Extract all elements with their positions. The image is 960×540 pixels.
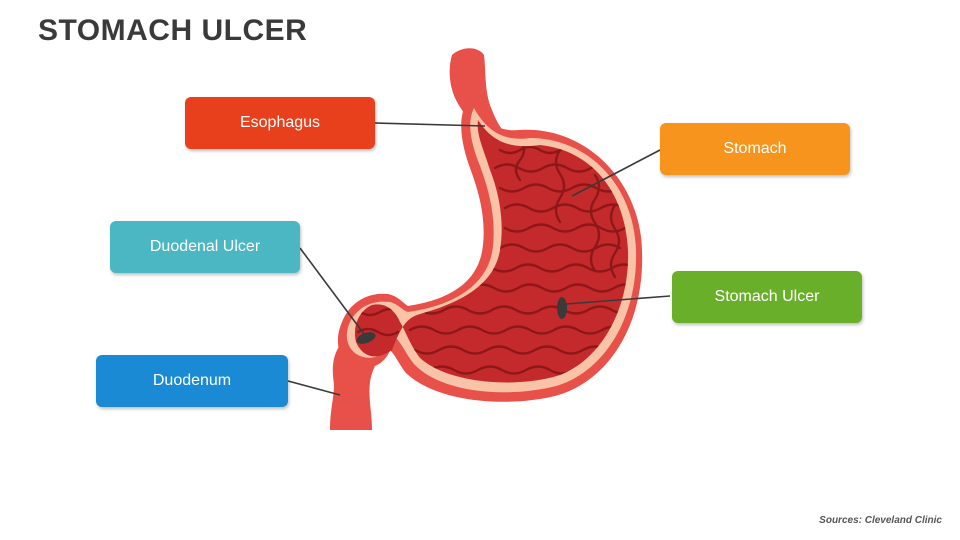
duodenum-label-text: Duodenum xyxy=(152,372,232,389)
stomach-ulcer-label-text: Stomach Ulcer xyxy=(714,288,820,305)
esophagus-label-text: Esophagus xyxy=(239,114,321,131)
duodenum-label: Duodenum xyxy=(96,355,288,407)
esophagus-label: Esophagus xyxy=(185,97,375,149)
page-title: STOMACH ULCER xyxy=(38,14,308,47)
stomach-connector xyxy=(571,149,661,197)
stomach-label-text: Stomach xyxy=(723,140,787,157)
duodenal-ulcer-label: Duodenal Ulcer xyxy=(110,221,300,273)
duodenum-connector xyxy=(287,380,341,396)
stomach-ulcer-label: Stomach Ulcer xyxy=(672,271,862,323)
stomach-ulcer-connector xyxy=(565,295,671,305)
source-note: Sources: Cleveland Clinic xyxy=(819,515,942,526)
stomach-folds xyxy=(356,138,629,375)
esophagus-connector xyxy=(374,122,486,127)
duodenal-ulcer-spot xyxy=(356,332,376,344)
duodenal-ulcer-label-text: Duodenal Ulcer xyxy=(149,238,261,255)
stomach-ulcer-spot xyxy=(557,297,567,319)
duodenal-ulcer-connector xyxy=(299,247,365,335)
stomach-label: Stomach xyxy=(660,123,850,175)
esophagus-tube xyxy=(449,48,505,140)
